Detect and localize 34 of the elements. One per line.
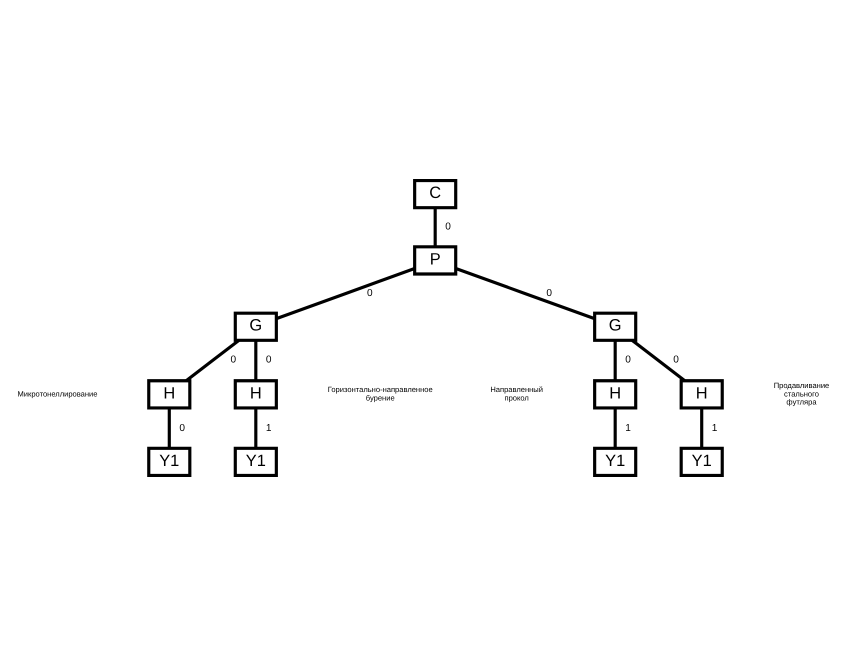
edge-label: 0 (444, 222, 450, 233)
node-box: Y1 (592, 446, 637, 478)
node-box: Y1 (233, 446, 278, 478)
node-box: G (592, 312, 637, 342)
node-box: H (679, 379, 724, 410)
connector (167, 408, 170, 448)
edge-label: 0 (546, 288, 552, 299)
node-box: C (412, 178, 457, 210)
edge-label: 0 (366, 288, 372, 299)
edge-label: 1 (624, 423, 630, 434)
connector (700, 408, 703, 448)
node-box: H (233, 379, 278, 410)
connector (433, 208, 436, 247)
edge-label: 0 (672, 354, 678, 366)
connector (254, 408, 257, 448)
connector (613, 408, 616, 448)
edge-label: 0 (265, 354, 272, 366)
edge-label: 1 (265, 423, 272, 434)
node-box: Y1 (679, 446, 724, 478)
node-box: Y1 (146, 446, 191, 478)
connector (254, 340, 257, 381)
connector (613, 340, 616, 381)
node-box: P (412, 245, 457, 276)
connector (454, 267, 595, 320)
edge-label: 1 (711, 423, 717, 434)
connector (630, 339, 686, 382)
node-box: H (146, 379, 191, 410)
node-box: H (592, 379, 637, 410)
edge-label: 0 (624, 354, 630, 366)
connector (184, 339, 240, 382)
connector (275, 267, 415, 320)
edge-label: 0 (230, 354, 236, 366)
edge-label: 0 (178, 423, 185, 434)
node-box: G (233, 312, 278, 342)
